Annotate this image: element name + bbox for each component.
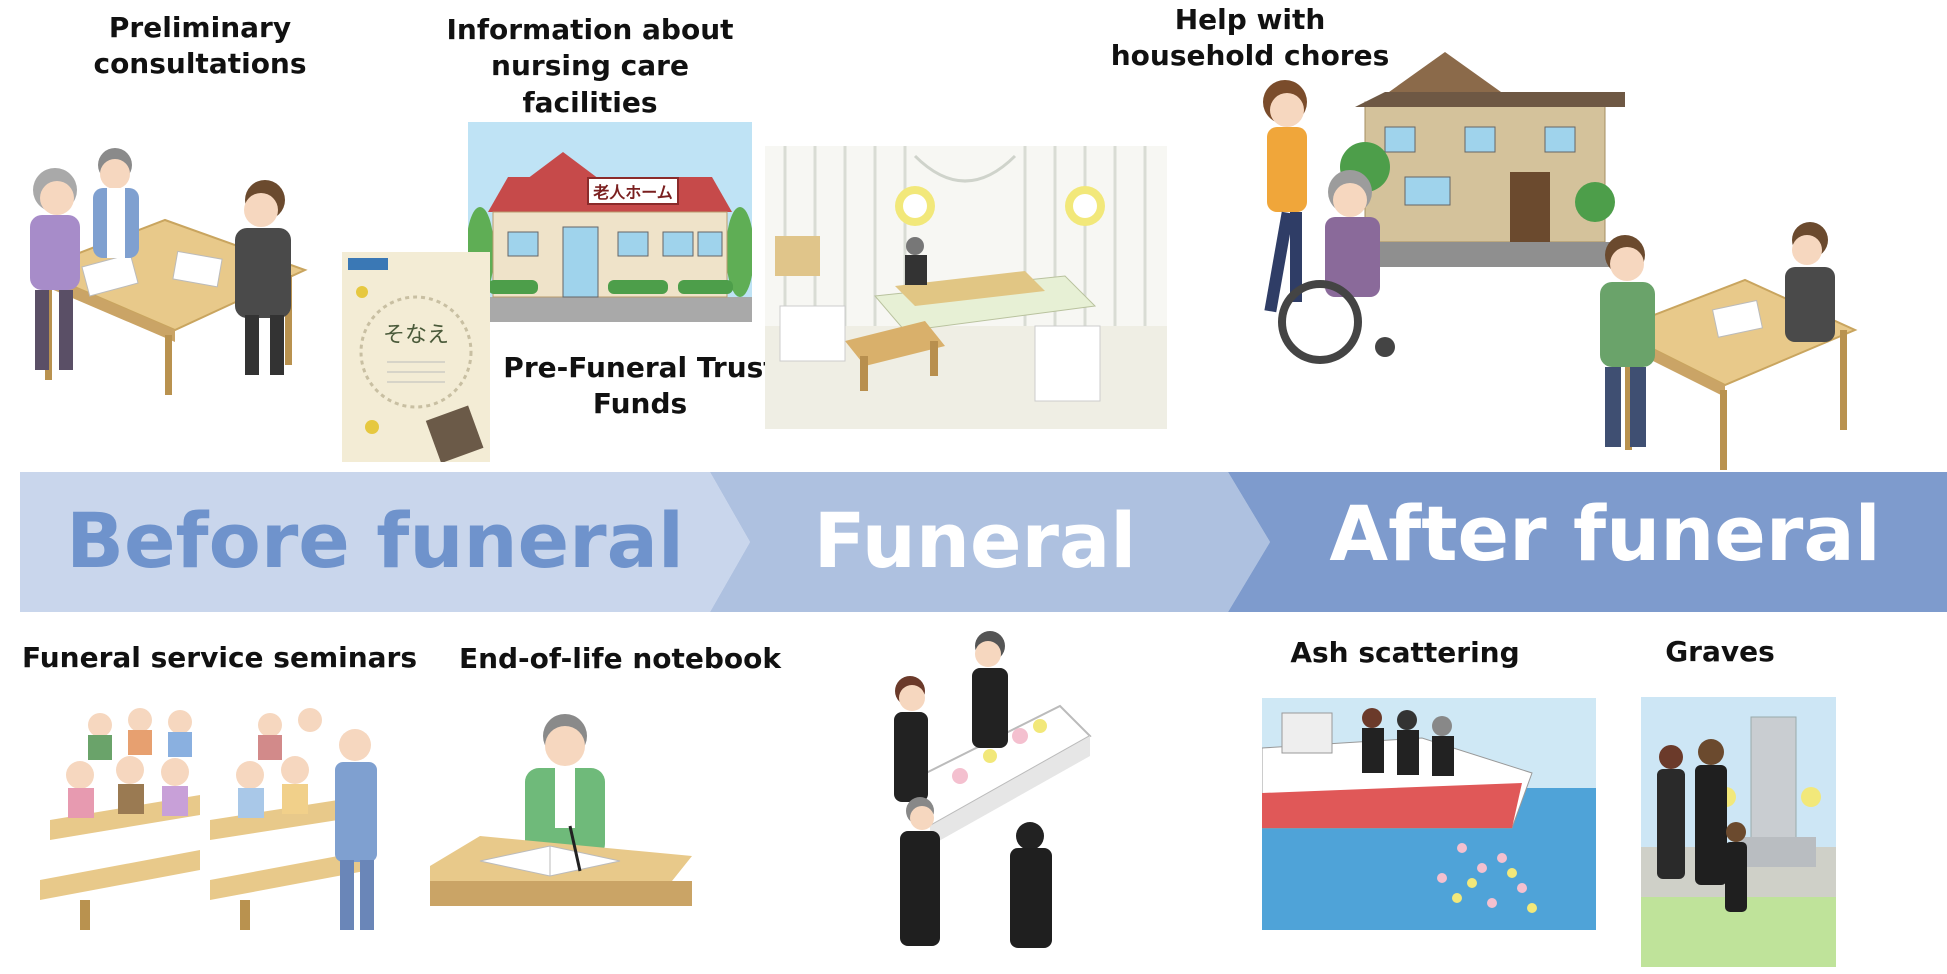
after-funeral-consultation-illustration [1575, 210, 1860, 480]
label-preliminary-consultations: Preliminary consultations [93, 11, 307, 81]
label-ash-scattering: Ash scattering [1290, 636, 1520, 669]
label-funeral-seminars: Funeral service seminars [22, 641, 418, 674]
stage-after-funeral-arrow [1228, 472, 1947, 612]
label-end-of-life-notebook: End-of-life notebook [458, 642, 782, 675]
stage-funeral-arrow [710, 472, 1270, 612]
end-of-life-notebook-illustration [430, 706, 692, 906]
stage-before-funeral-arrow [20, 472, 750, 612]
household-chores-illustration [1245, 52, 1625, 377]
brochure-title-text: そなえ [383, 323, 449, 348]
preliminary-consultation-illustration [15, 130, 315, 400]
nursing-home-sign-text: 老人ホーム [592, 183, 673, 202]
stage-funeral-label: Funeral [814, 496, 1137, 585]
label-household-chores: Help with household chores [1110, 3, 1390, 73]
stage-after-funeral-label: After funeral [1329, 489, 1880, 578]
trust-fund-brochure-illustration: そなえ [342, 252, 490, 462]
label-nursing-care-info: Information about nursing care facilitie… [446, 13, 734, 119]
stage-before-funeral-label: Before funeral [66, 496, 684, 585]
funeral-hall-illustration [765, 146, 1167, 429]
label-graves: Graves [1665, 635, 1775, 668]
funeral-stage-timeline: Before funeral Funeral After funeral [20, 472, 1947, 612]
nursing-home-illustration: 老人ホーム [468, 122, 752, 322]
label-pre-funeral-trust: Pre-Funeral Trust Funds [503, 351, 777, 421]
funeral-seminar-illustration [40, 700, 400, 940]
ash-scattering-illustration [1262, 698, 1596, 930]
graves-illustration [1641, 697, 1836, 967]
funeral-mourners-illustration [880, 626, 1095, 956]
